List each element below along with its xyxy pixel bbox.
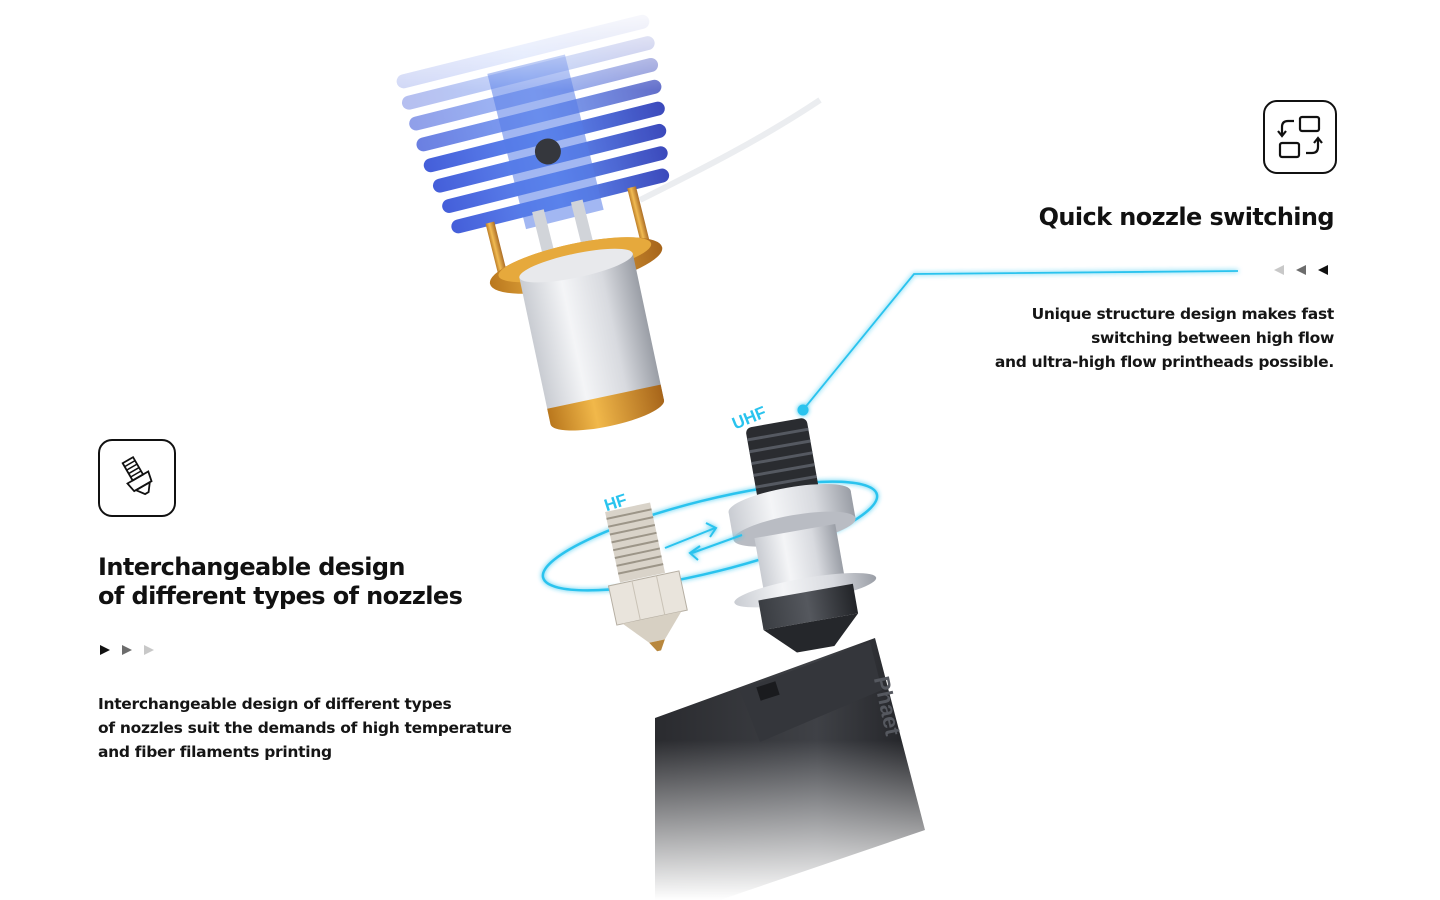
left-feature-description: Interchangeable design of different type…: [98, 692, 518, 764]
callout-line: [797, 270, 1239, 416]
left-arrow-indicator: [100, 645, 154, 655]
uhf-nozzle: [728, 418, 877, 653]
arrow-left-icon: [1318, 265, 1328, 275]
desc-line: switching between high flow: [1091, 329, 1334, 347]
right-feature-title: Quick nozzle switching: [1038, 203, 1335, 231]
arrow-left-icon: [1296, 265, 1306, 275]
arrow-right-icon: [144, 645, 154, 655]
swap-icon: [1277, 115, 1323, 159]
arrow-right-icon: [122, 645, 132, 655]
arrow-right-icon: [100, 645, 110, 655]
hf-nozzle: [605, 502, 688, 652]
swap-arrows: [664, 522, 743, 561]
title-line: Interchangeable design: [98, 553, 406, 581]
arrow-left-icon: [1274, 265, 1284, 275]
swap-icon-box: [1263, 100, 1337, 174]
nozzle-icon: [121, 455, 153, 496]
right-arrow-indicator: [1274, 265, 1328, 275]
title-line: of different types of nozzles: [98, 582, 463, 610]
desc-line: Unique structure design makes fast: [1031, 305, 1335, 323]
left-feature-title: Interchangeable design of different type…: [98, 553, 538, 611]
right-feature-description: Unique structure design makes fast switc…: [960, 302, 1334, 374]
nozzle-icon-box: [98, 439, 176, 517]
orbit-ring: [541, 480, 879, 592]
desc-line: of nozzles suit the demands of high temp…: [98, 719, 512, 737]
desc-line: and fiber filaments printing: [98, 743, 332, 761]
heatbreak-assembly: [489, 237, 665, 431]
desc-line: and ultra-high flow printheads possible.: [994, 353, 1334, 371]
desc-line: Interchangeable design of different type…: [98, 695, 452, 713]
